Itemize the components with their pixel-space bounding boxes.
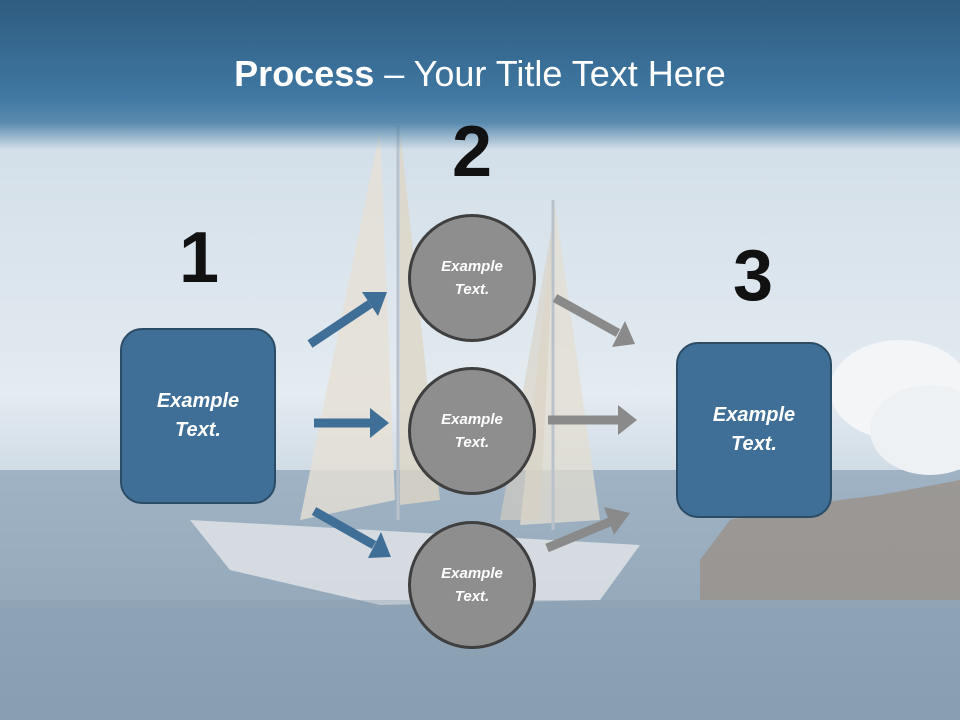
arrow-to-top-circle xyxy=(307,292,387,348)
circle-bottom-line2: Text. xyxy=(454,588,490,605)
circle-top-line2: Text. xyxy=(454,281,490,298)
title-bar xyxy=(0,0,960,150)
arrow-from-middle-circle xyxy=(548,405,637,435)
circle-middle-line1: Example xyxy=(441,411,503,428)
title-bold: Process xyxy=(234,53,375,94)
step-1-box: Example Text. xyxy=(120,328,276,504)
arrow-from-top-circle xyxy=(552,294,635,347)
circle-top-line1: Example xyxy=(441,258,503,275)
step-1-text-line1: Example xyxy=(156,390,240,412)
circle-bottom-line1: Example xyxy=(441,565,503,582)
arrow-to-middle-circle xyxy=(314,408,389,438)
step-2-circle-bottom: Example Text. xyxy=(408,521,536,649)
step-3-text-line1: Example xyxy=(712,404,796,426)
step-number-1: 1 xyxy=(178,218,220,298)
arrow-from-bottom-circle xyxy=(545,507,630,553)
step-3-box: Example Text. xyxy=(676,342,832,518)
title-rest: – Your Title Text Here xyxy=(374,53,726,94)
arrow-to-bottom-circle xyxy=(311,507,391,558)
step-2-circle-top: Example Text. xyxy=(408,214,536,342)
step-2-circle-middle: Example Text. xyxy=(408,367,536,495)
step-number-2: 2 xyxy=(451,112,493,192)
circle-middle-line2: Text. xyxy=(454,434,490,451)
step-1-text-line2: Text. xyxy=(175,419,221,441)
page-title: Process – Your Title Text Here xyxy=(0,52,960,96)
step-number-3: 3 xyxy=(732,236,774,316)
step-3-text-line2: Text. xyxy=(731,433,777,455)
